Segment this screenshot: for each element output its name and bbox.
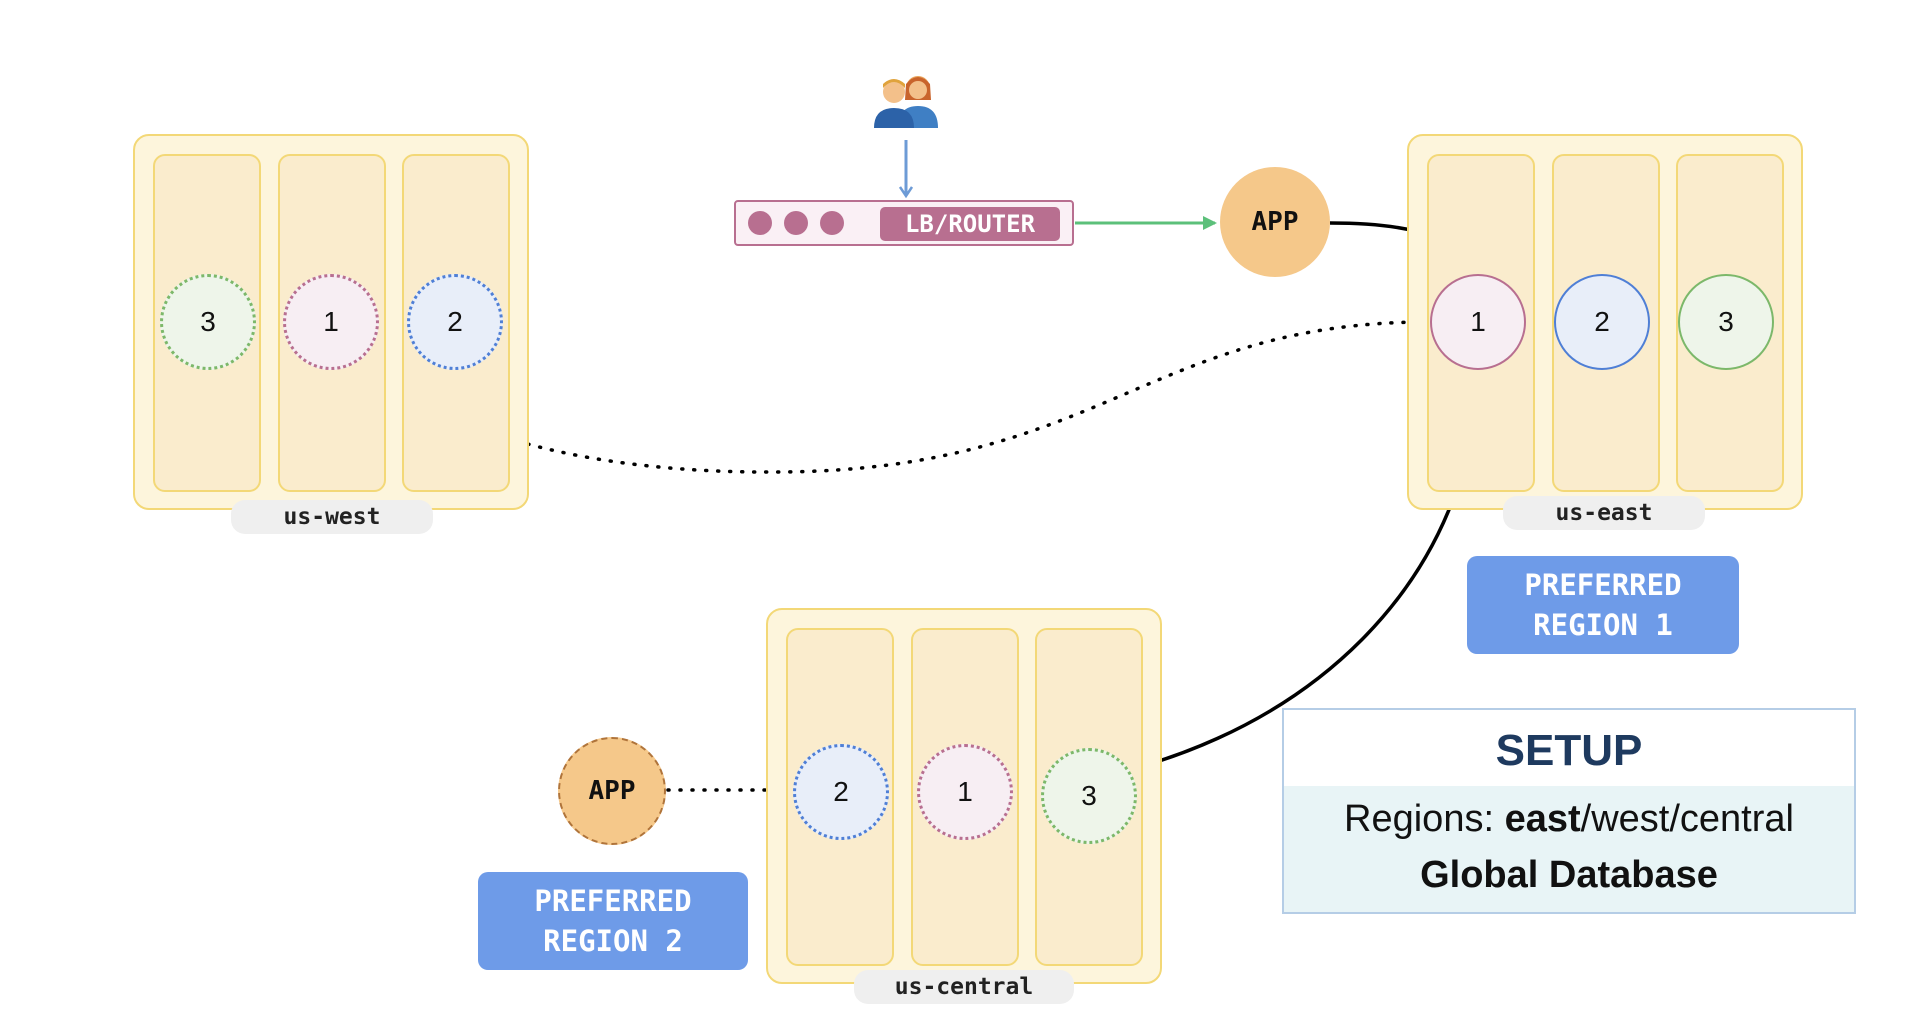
preferred-region-1-badge: PREFERRED REGION 1 [1467, 556, 1739, 654]
region-tag-us-east: us-east [1503, 496, 1705, 530]
setup-legend: SETUP Regions: east/west/central Global … [1282, 708, 1856, 914]
router-indicator-dot [820, 211, 844, 235]
replica-1-follower: 1 [283, 274, 379, 370]
preferred-region-2-line2: REGION 2 [543, 924, 683, 958]
region-tag-us-central: us-central [854, 970, 1074, 1004]
setup-regions-rest: /west/central [1580, 798, 1794, 840]
setup-regions-bold: east [1504, 798, 1581, 840]
replica-1-follower: 1 [917, 744, 1013, 840]
router-indicator-dot [784, 211, 808, 235]
app-node-east: APP [1220, 167, 1330, 277]
setup-body: Regions: east/west/central Global Databa… [1284, 786, 1854, 912]
app-node-central: APP [558, 737, 666, 845]
setup-regions-label: Regions: [1344, 798, 1505, 840]
lb-router: LB/ROUTER [734, 200, 1074, 246]
region-tag-us-west: us-west [231, 500, 433, 534]
preferred-region-1-line1: PREFERRED [1524, 568, 1682, 602]
preferred-region-1-line2: REGION 1 [1533, 608, 1673, 642]
replica-3-follower: 3 [160, 274, 256, 370]
setup-title: SETUP [1495, 726, 1643, 775]
setup-subtitle: Global Database [1420, 854, 1718, 896]
setup-regions-line: Regions: east/west/central [1284, 796, 1854, 842]
replica-2-leader: 2 [1554, 274, 1650, 370]
replica-3-follower: 3 [1041, 748, 1137, 844]
preferred-region-2-badge: PREFERRED REGION 2 [478, 872, 748, 970]
replica-3-leader: 3 [1678, 274, 1774, 370]
replica-2-follower: 2 [793, 744, 889, 840]
replica-1-leader: 1 [1430, 274, 1526, 370]
replica-2-follower: 2 [407, 274, 503, 370]
users-icon [868, 70, 944, 130]
preferred-region-2-line1: PREFERRED [534, 884, 692, 918]
router-indicator-dot [748, 211, 772, 235]
router-label: LB/ROUTER [880, 207, 1060, 241]
